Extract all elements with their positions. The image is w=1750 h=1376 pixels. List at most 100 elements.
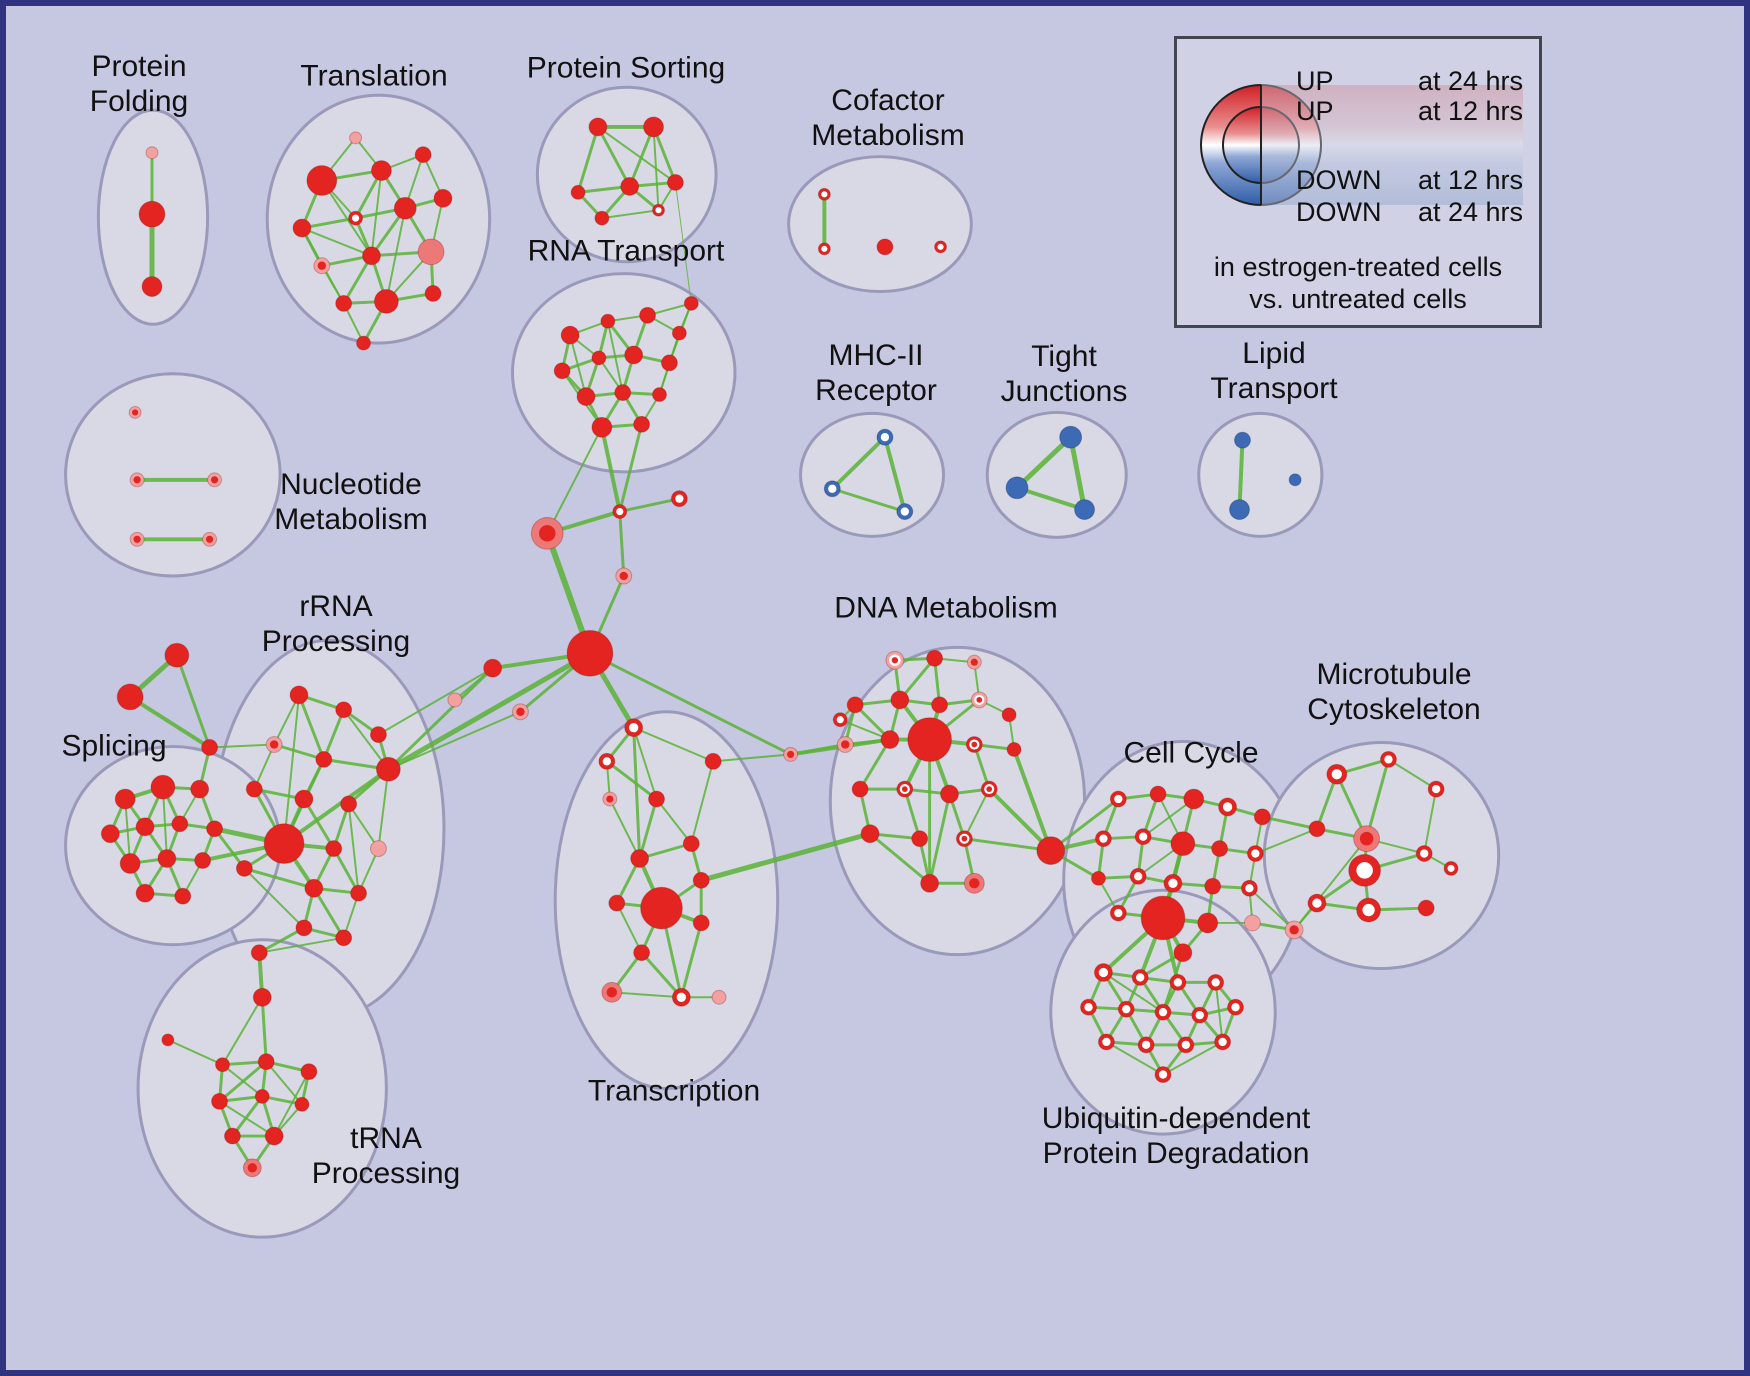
node[interactable] [652,387,667,403]
node[interactable] [911,830,929,848]
node[interactable] [1253,808,1271,826]
node[interactable] [161,1033,175,1047]
node[interactable] [633,415,651,433]
node[interactable] [1211,840,1229,858]
node[interactable] [591,350,607,366]
node[interactable] [190,779,210,799]
node[interactable] [174,887,192,905]
node[interactable] [660,354,678,372]
node[interactable] [206,820,224,838]
node[interactable] [114,788,136,810]
node[interactable] [692,871,710,889]
node[interactable] [600,313,616,329]
node[interactable] [373,289,399,314]
node[interactable] [211,1092,228,1110]
node[interactable] [100,824,120,844]
node[interactable] [860,824,880,844]
node[interactable] [335,294,353,312]
node[interactable] [624,345,644,365]
node[interactable] [264,1126,284,1146]
node[interactable] [294,789,314,809]
node[interactable] [931,696,948,714]
node[interactable] [306,165,338,196]
node[interactable] [553,362,571,380]
node[interactable] [138,200,166,228]
node[interactable] [335,701,353,719]
node[interactable] [325,840,343,858]
node[interactable] [370,160,392,181]
node[interactable] [1074,499,1095,520]
node[interactable] [356,335,371,351]
node[interactable] [704,752,722,770]
node[interactable] [920,873,940,893]
node[interactable] [424,285,442,302]
node[interactable] [640,886,683,930]
node[interactable] [135,817,155,837]
node[interactable] [417,238,445,266]
node[interactable] [671,325,687,341]
node[interactable] [614,384,632,402]
node[interactable] [350,884,368,902]
node[interactable] [119,853,141,874]
node[interactable] [263,823,305,864]
node[interactable] [292,218,312,238]
node[interactable] [369,840,387,858]
node[interactable] [1005,476,1029,500]
node[interactable] [851,780,869,798]
node[interactable] [201,739,219,756]
node[interactable] [1183,788,1205,810]
node[interactable] [433,188,453,208]
node[interactable] [666,174,684,191]
node[interactable] [252,987,272,1007]
node[interactable] [620,176,640,196]
node[interactable] [171,815,189,833]
node[interactable] [1149,785,1167,803]
node[interactable] [300,1063,318,1081]
node[interactable] [414,146,432,164]
node[interactable] [349,131,363,145]
node[interactable] [907,717,952,762]
node[interactable] [157,849,177,868]
node[interactable] [1001,707,1017,723]
node[interactable] [588,117,608,137]
node[interactable] [289,685,309,705]
node[interactable] [1288,473,1302,487]
node[interactable] [1229,499,1250,520]
node[interactable] [304,878,324,898]
node[interactable] [1197,912,1219,934]
node[interactable] [447,692,463,708]
node[interactable] [116,683,144,711]
node[interactable] [362,246,381,266]
node[interactable] [335,929,353,947]
node[interactable] [141,276,163,297]
node[interactable] [682,835,700,853]
node[interactable] [235,859,253,877]
node[interactable] [294,1096,310,1112]
node[interactable] [1417,899,1435,917]
node[interactable] [1243,914,1261,932]
node[interactable] [250,944,268,962]
node[interactable] [639,306,657,324]
node[interactable] [648,790,665,808]
node[interactable] [164,642,190,668]
node[interactable] [692,914,710,932]
node[interactable] [683,295,699,311]
node[interactable] [570,184,586,200]
node[interactable] [1170,831,1196,857]
node[interactable] [1059,425,1083,449]
node[interactable] [315,750,333,768]
node[interactable] [633,944,651,962]
node[interactable] [254,1088,270,1104]
node[interactable] [890,690,910,710]
node[interactable] [876,238,894,256]
node[interactable] [1308,820,1326,838]
node[interactable] [145,146,159,160]
node[interactable] [340,795,358,813]
node[interactable] [369,726,387,744]
node[interactable] [1173,943,1193,963]
node[interactable] [940,784,959,804]
node[interactable] [194,852,212,869]
node[interactable] [608,894,626,912]
node[interactable] [375,756,401,782]
node[interactable] [257,1053,275,1071]
